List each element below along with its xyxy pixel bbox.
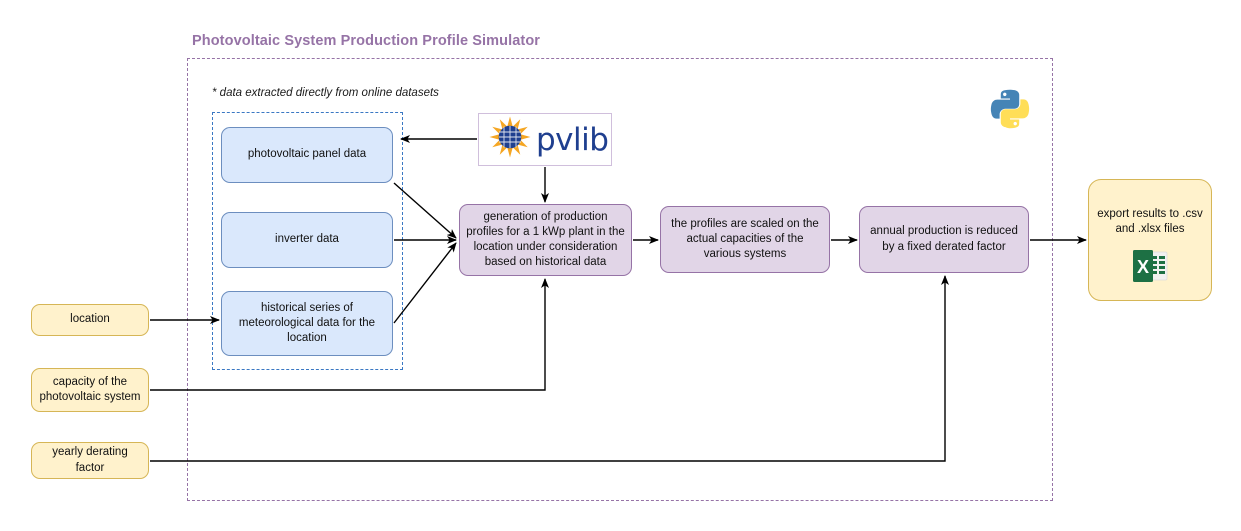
node-input-yearly-derating-factor[interactable]: yearly derating factor [31, 442, 149, 479]
page-title: Photovoltaic System Production Profile S… [192, 33, 541, 49]
python-logo [988, 87, 1032, 131]
node-export-results[interactable]: export results to .csv and .xlsx files X [1088, 179, 1212, 301]
node-input-location[interactable]: location [31, 304, 149, 336]
pvlib-wordmark: pvlib [536, 121, 609, 158]
node-inverter-data[interactable]: inverter data [221, 212, 393, 268]
node-historical-meteorological-data[interactable]: historical series of meteorological data… [221, 291, 393, 356]
node-input-capacity[interactable]: capacity of the photovoltaic system [31, 368, 149, 412]
datasets-note: * data extracted directly from online da… [212, 87, 439, 99]
pvlib-logo-box: pvlib [478, 113, 612, 166]
node-photovoltaic-panel-data[interactable]: photovoltaic panel data [221, 127, 393, 183]
pvlib-sun-icon [488, 115, 532, 164]
export-label: export results to .csv and .xlsx files [1097, 208, 1203, 236]
node-annual-production-derated[interactable]: annual production is reduced by a fixed … [859, 206, 1029, 273]
excel-letter: X [1137, 257, 1149, 277]
node-generation-of-production-profiles[interactable]: generation of production profiles for a … [459, 204, 632, 276]
node-profiles-scaled-to-capacities[interactable]: the profiles are scaled on the actual ca… [660, 206, 830, 273]
excel-icon: X [1132, 249, 1168, 288]
